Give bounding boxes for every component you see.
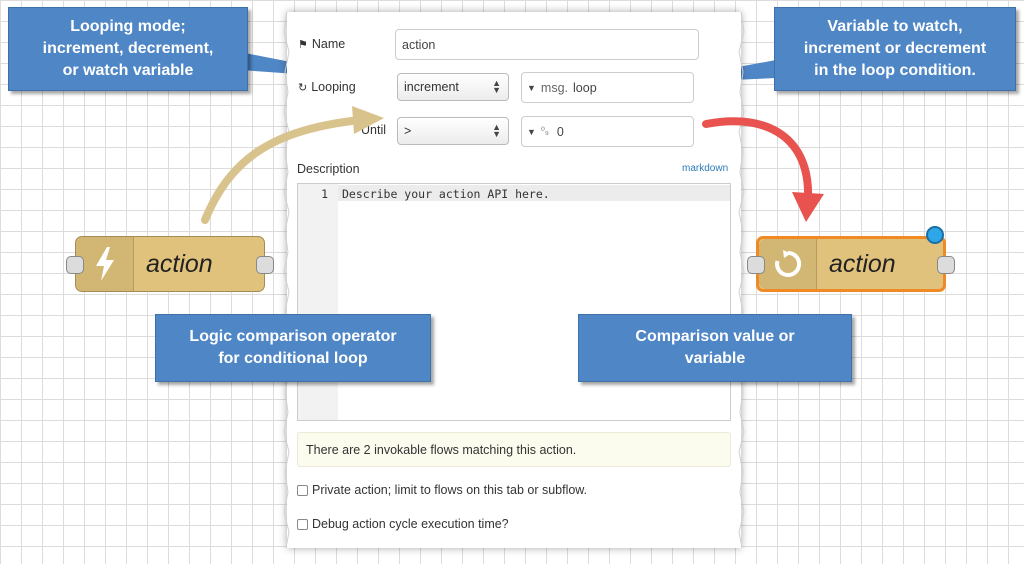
torn-edge-right [738, 12, 745, 548]
markdown-link[interactable]: markdown [682, 163, 729, 174]
name-input[interactable]: action [395, 29, 699, 60]
node-icon-box [759, 239, 817, 289]
tan-arrow [201, 116, 364, 224]
lightning-icon [95, 247, 114, 281]
tan-arrowhead [352, 106, 384, 134]
action-in-node[interactable]: action [75, 236, 265, 292]
loop-variable-input[interactable]: ▼ msg. loop [521, 72, 694, 103]
name-label: ⚑Name [298, 37, 346, 51]
number-type-icon: ⁰₉ [540, 126, 549, 137]
node-input-port[interactable] [747, 256, 765, 274]
select-updown-icon: ▲▼ [492, 78, 501, 95]
editor-active-line [338, 185, 730, 201]
caret-down-icon[interactable]: ▼ [527, 126, 536, 137]
editor-line-number: 1 [321, 187, 328, 201]
comparison-value: 0 [556, 124, 564, 139]
msg-type-label: msg. [540, 80, 569, 95]
action-edit-dialog: ⚑Name action ↻Looping increment ▲▼ ▼ msg… [283, 12, 745, 548]
looping-label: ↻Looping [298, 80, 356, 94]
looping-mode-select[interactable]: increment ▲▼ [397, 73, 509, 101]
comparison-value-input[interactable]: ▼ ⁰₉ 0 [521, 116, 694, 147]
red-arrow [702, 117, 813, 202]
node-input-port[interactable] [66, 256, 84, 274]
private-action-checkbox[interactable]: Private action; limit to flows on this t… [297, 483, 587, 497]
caret-down-icon[interactable]: ▼ [527, 82, 536, 93]
checkbox-box[interactable] [297, 518, 308, 530]
invokable-flows-notice: There are 2 invokable flows matching thi… [297, 432, 731, 467]
editor-text: Describe your action API here. [342, 187, 550, 201]
node-output-port[interactable] [937, 256, 955, 274]
select-updown-icon: ▲▼ [492, 122, 501, 139]
action-loop-node[interactable]: action [756, 236, 946, 292]
redo-icon: ↻ [298, 82, 308, 94]
node-label: action [146, 249, 213, 278]
tag-icon: ⚑ [298, 39, 308, 51]
node-output-port[interactable] [256, 256, 274, 274]
description-label: Description [297, 162, 360, 176]
loop-variable-value: loop [573, 80, 597, 95]
debug-action-checkbox[interactable]: Debug action cycle execution time? [297, 517, 509, 531]
until-operator-select[interactable]: > ▲▼ [397, 117, 509, 145]
node-status-dot [926, 226, 944, 244]
callout-variable-watch: Variable to watch,increment or decrement… [774, 7, 1016, 91]
checkbox-box[interactable] [297, 484, 308, 496]
callout-looping-mode: Looping mode;increment, decrement,or wat… [8, 7, 248, 91]
torn-edge-left [283, 12, 290, 548]
red-arrowhead [792, 192, 824, 222]
loop-icon [774, 250, 801, 277]
node-label: action [829, 249, 896, 278]
node-icon-box [76, 237, 134, 291]
